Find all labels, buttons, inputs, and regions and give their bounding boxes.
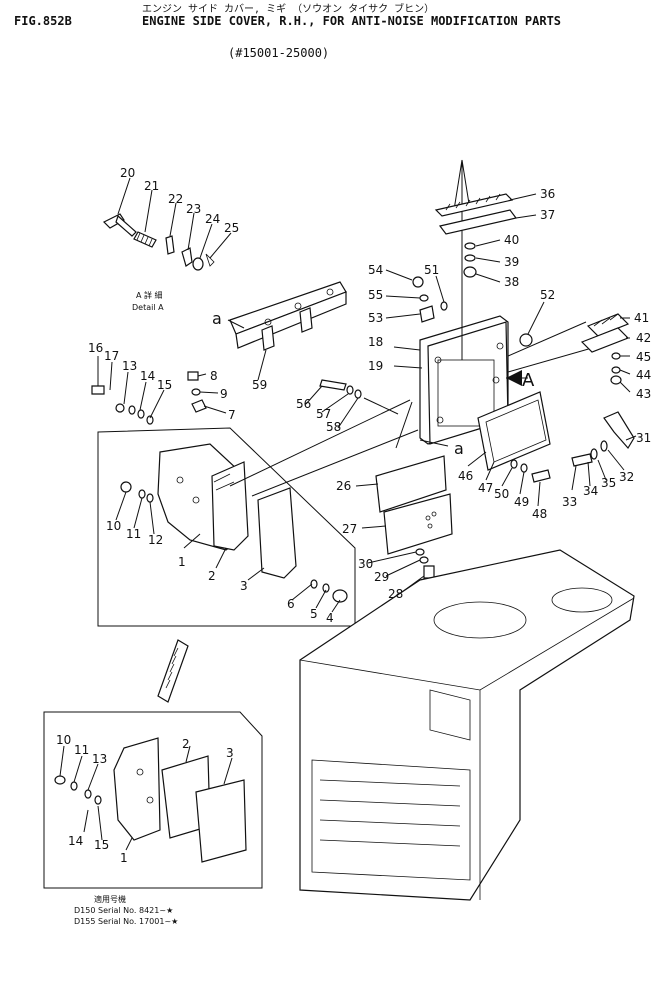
part-label-51: 51 <box>424 263 439 277</box>
part-label-54: 54 <box>368 263 383 277</box>
marker-A: A <box>522 370 535 391</box>
part-label-2: 2 <box>208 569 216 583</box>
detail-jp-label: A 詳 細 <box>136 290 163 300</box>
top-right-parts <box>385 193 545 347</box>
engine-block <box>299 549 635 901</box>
inset-label-14: 14 <box>68 834 83 848</box>
part-label-59: 59 <box>252 378 267 392</box>
part-label-29: 29 <box>374 570 389 584</box>
covers-26-27 <box>355 401 453 593</box>
part-label-13: 13 <box>122 359 137 373</box>
part-label-27: 27 <box>342 522 357 536</box>
part-label-23: 23 <box>186 202 201 216</box>
detail-labels: A 詳 細 Detail A a a A <box>132 290 535 458</box>
part-label-30: 30 <box>358 557 373 571</box>
part-label-4: 4 <box>326 611 334 625</box>
part-labels: 1 2 3 4 5 6 7 8 9 10 11 12 13 14 15 16 1… <box>88 166 651 625</box>
part-label-14: 14 <box>140 369 155 383</box>
part-label-39: 39 <box>504 255 519 269</box>
part-label-9: 9 <box>220 387 228 401</box>
part-label-11: 11 <box>126 527 141 541</box>
part-label-26: 26 <box>336 479 351 493</box>
inset-model-1: D150 <box>74 906 95 915</box>
inset-model-2: D155 <box>74 917 95 926</box>
part-label-21: 21 <box>144 179 159 193</box>
part-label-47: 47 <box>478 481 493 495</box>
part-label-28: 28 <box>388 587 403 601</box>
part-label-52: 52 <box>540 288 555 302</box>
part-label-49: 49 <box>514 495 529 509</box>
part-label-16: 16 <box>88 341 103 355</box>
inset-label-1: 1 <box>120 851 128 865</box>
inset-label-2: 2 <box>182 737 190 751</box>
part-label-33: 33 <box>562 495 577 509</box>
inset-label-11: 11 <box>74 743 89 757</box>
part-label-35: 35 <box>601 476 616 490</box>
part-label-42: 42 <box>636 331 651 345</box>
figure-title: ENGINE SIDE COVER, R.H., FOR ANTI-NOISE … <box>142 14 562 28</box>
part-label-10: 10 <box>106 519 121 533</box>
marker-a-left: a <box>212 309 222 328</box>
part-label-36: 36 <box>540 187 555 201</box>
detail-arrow <box>157 639 189 703</box>
part-label-50: 50 <box>494 487 509 501</box>
part-label-8: 8 <box>210 369 218 383</box>
part-label-22: 22 <box>168 192 183 206</box>
part-label-31: 31 <box>636 431 651 445</box>
part-label-17: 17 <box>104 349 119 363</box>
part-label-48: 48 <box>532 507 547 521</box>
part-label-7: 7 <box>228 408 236 422</box>
figure-number: FIG.852B <box>14 14 72 28</box>
part-label-38: 38 <box>504 275 519 289</box>
part-label-43: 43 <box>636 387 651 401</box>
inset-label-3: 3 <box>226 746 234 760</box>
inset-detail <box>43 711 263 889</box>
cover-46 <box>467 391 551 507</box>
part-label-32: 32 <box>619 470 634 484</box>
inset-note-jp: 適用号機 <box>94 894 126 904</box>
part-label-44: 44 <box>636 368 651 382</box>
part-label-41: 41 <box>634 311 649 325</box>
part-label-37: 37 <box>540 208 555 222</box>
center-panel-18-19 <box>393 159 621 447</box>
right-parts <box>571 313 637 491</box>
part-label-6: 6 <box>287 597 295 611</box>
left-cover-assembly <box>91 356 419 627</box>
inset-label-15: 15 <box>94 838 109 852</box>
part-label-18: 18 <box>368 335 383 349</box>
inset-serial-2: Serial No. 17001~★ <box>98 917 178 926</box>
part-label-56: 56 <box>296 397 311 411</box>
part-label-55: 55 <box>368 288 383 302</box>
part-label-40: 40 <box>504 233 519 247</box>
marker-a-center: a <box>454 439 464 458</box>
part-label-1: 1 <box>178 555 186 569</box>
part-label-12: 12 <box>148 533 163 547</box>
inset-serial-1: Serial No. 8421~★ <box>98 906 173 915</box>
part-label-53: 53 <box>368 311 383 325</box>
part-label-57: 57 <box>316 407 331 421</box>
inset-label-13: 13 <box>92 752 107 766</box>
inset-labels: 10 11 13 14 15 1 2 3 適用号機 D150 Serial No… <box>56 733 234 926</box>
part-label-19: 19 <box>368 359 383 373</box>
part-label-5: 5 <box>310 607 318 621</box>
detail-a-label: Detail A <box>132 303 164 312</box>
inset-label-10: 10 <box>56 733 71 747</box>
japanese-title: エンジン サイド カバー, ミギ （ソウオン タイサク ブヒン） <box>142 4 435 15</box>
part-label-46: 46 <box>458 469 473 483</box>
part-label-25: 25 <box>224 221 239 235</box>
bolt-56-58 <box>305 379 399 429</box>
part-label-3: 3 <box>240 579 248 593</box>
bracket-59 <box>227 281 347 381</box>
part-label-20: 20 <box>120 166 135 180</box>
part-label-24: 24 <box>205 212 220 226</box>
part-label-34: 34 <box>583 484 598 498</box>
parts-group-20-25 <box>102 177 232 271</box>
serial-range: (#15001-25000) <box>228 46 330 60</box>
part-label-15: 15 <box>157 378 172 392</box>
part-label-58: 58 <box>326 420 341 434</box>
part-label-45: 45 <box>636 350 651 364</box>
